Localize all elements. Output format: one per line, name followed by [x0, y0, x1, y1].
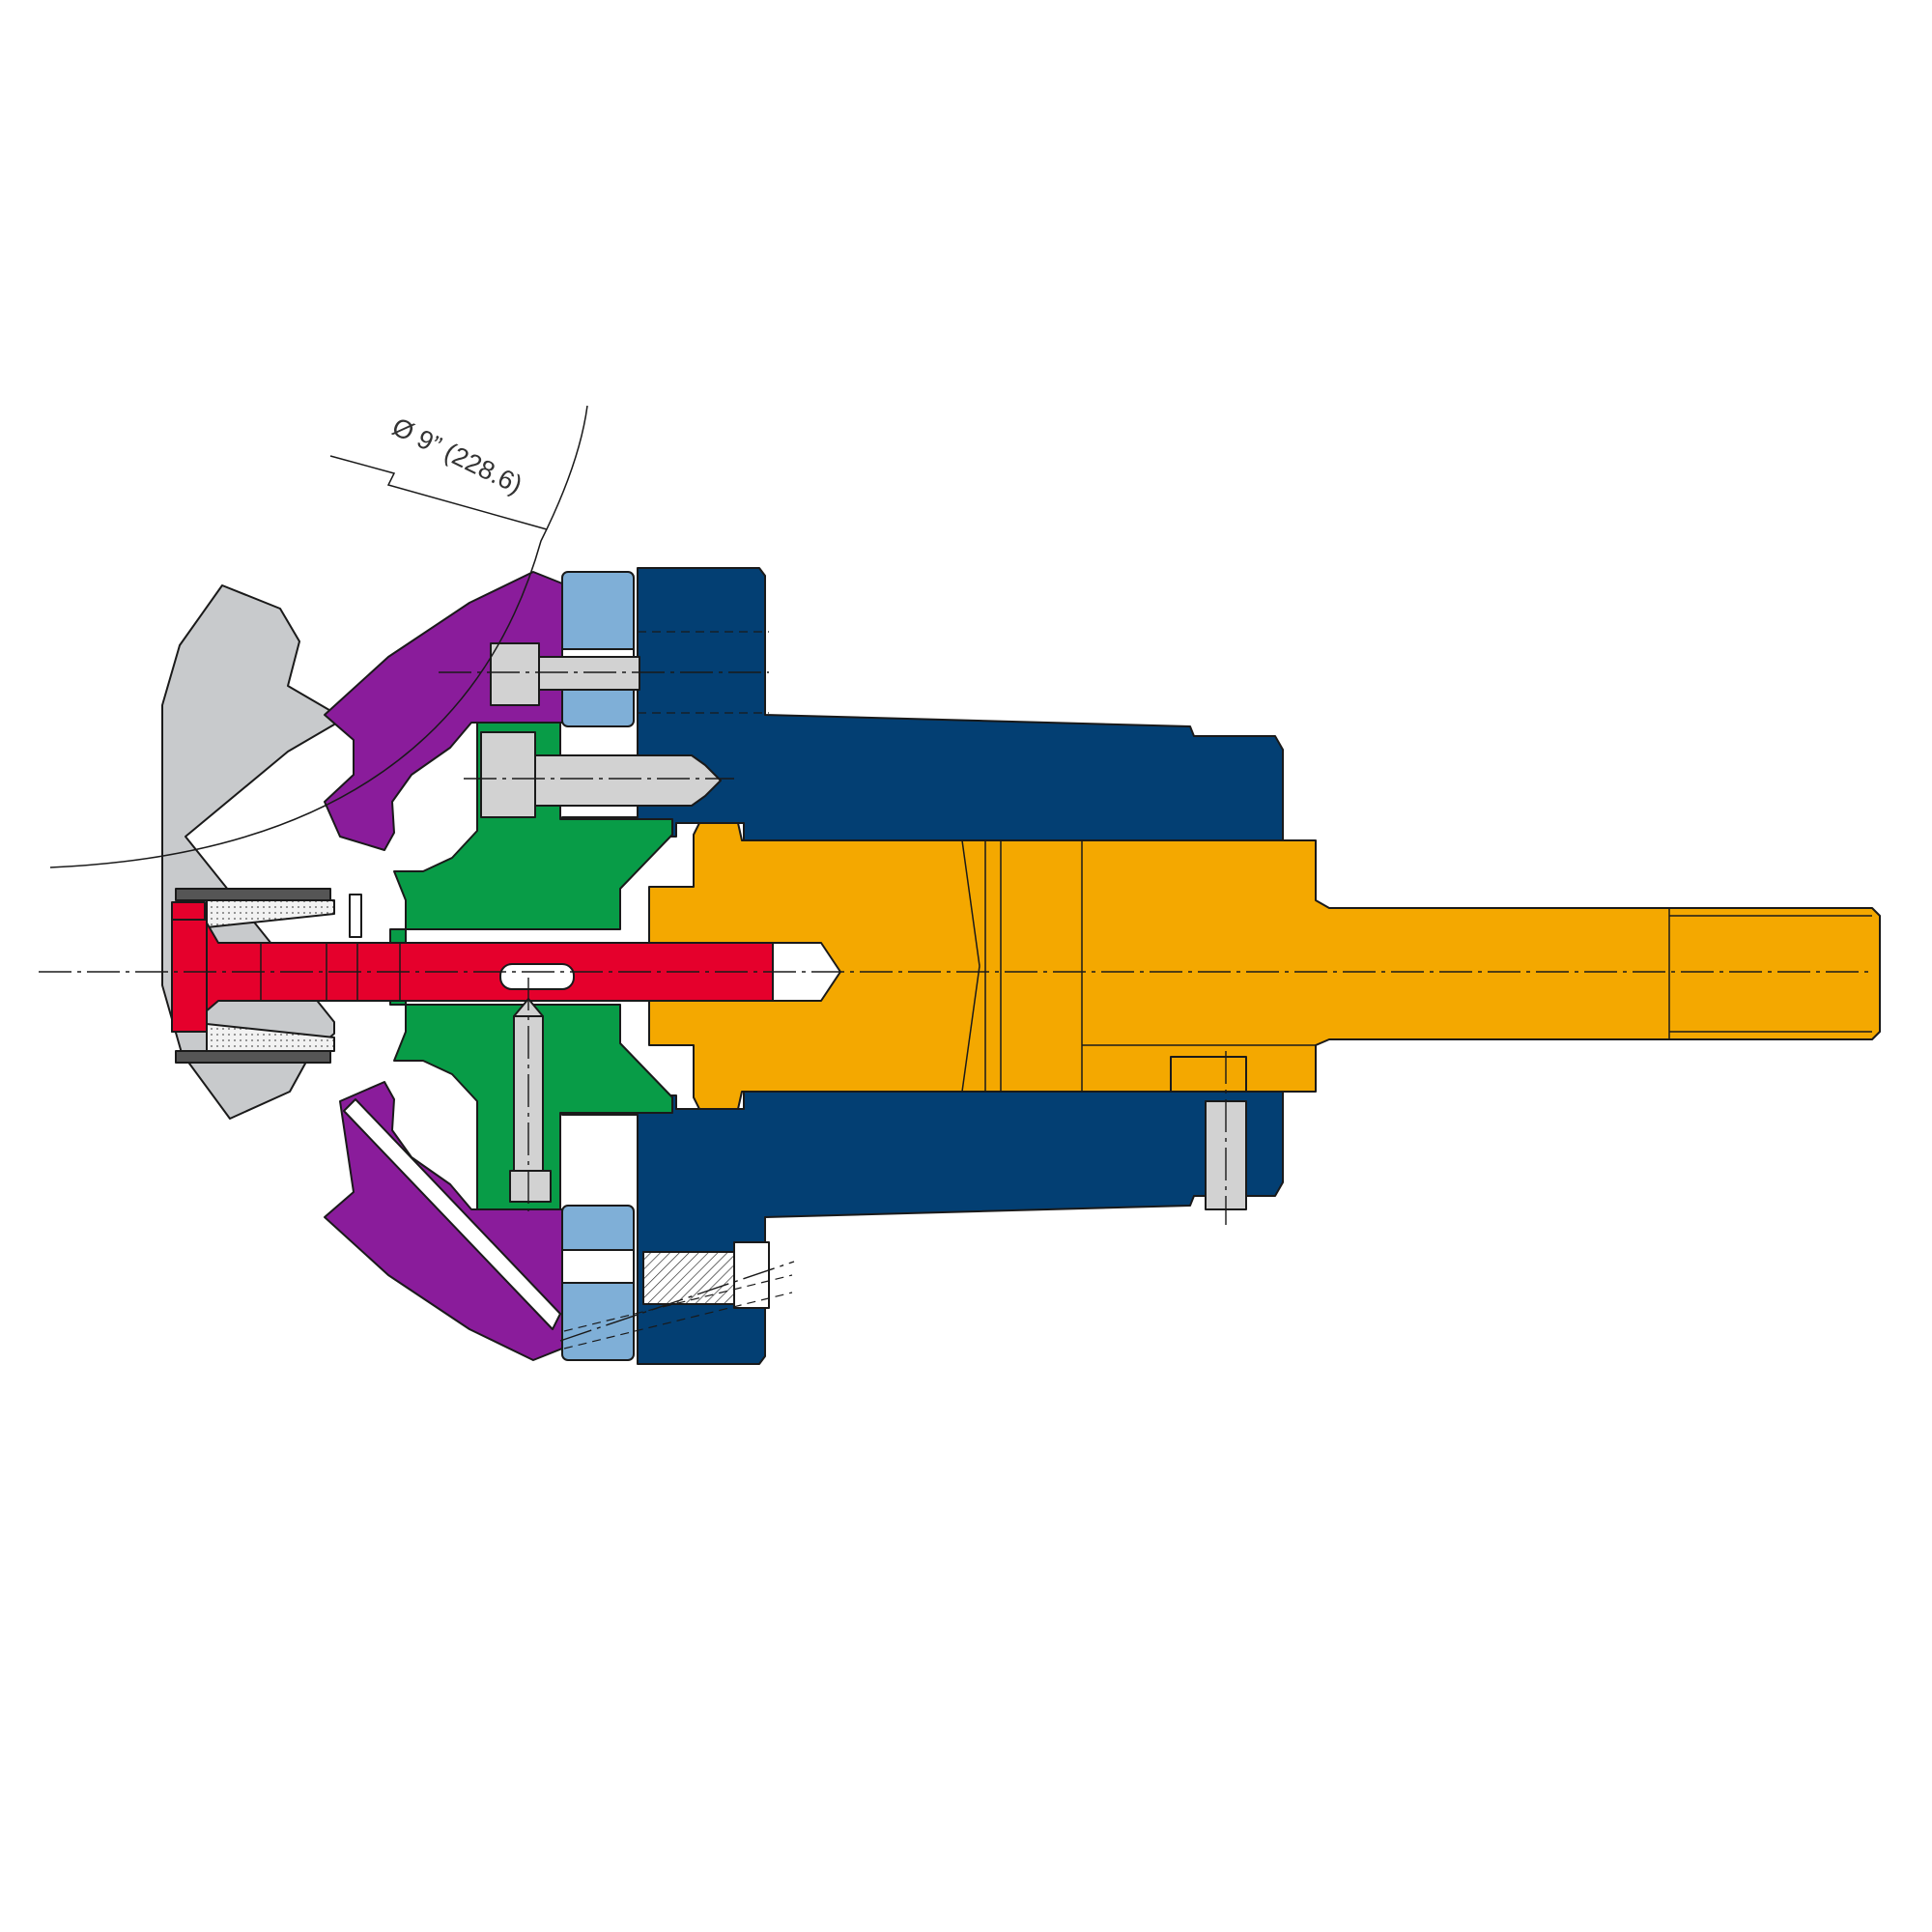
drawbar-head — [171, 919, 208, 1033]
arbor-step-line-2 — [961, 965, 980, 1093]
bolt-head-upper — [490, 642, 540, 706]
bolt-shank-middle — [534, 754, 722, 807]
bolt-head-middle — [480, 731, 536, 818]
gear-bore-liner-bottom — [175, 1050, 331, 1064]
purple-adapter — [324, 571, 563, 1361]
dimension-label: Ø 9” (228.6) — [387, 412, 526, 499]
gear-bore-liner-top — [175, 888, 331, 901]
drawbar-tip — [772, 942, 841, 1002]
drawbar-cross-slot — [499, 963, 575, 990]
dimension-leader — [329, 455, 548, 530]
gear-spacer-bottom — [206, 1023, 335, 1052]
bolt-vertical-head — [509, 1170, 552, 1203]
insert-axis — [559, 1261, 795, 1342]
insert-cap — [733, 1241, 770, 1309]
diameter-arc — [49, 405, 588, 868]
ring-bolt-hole-bottom — [561, 1249, 635, 1284]
arbor-step-line-1 — [961, 839, 980, 967]
center-lines — [39, 631, 1874, 1350]
screws — [349, 642, 1247, 1309]
green-collet — [389, 722, 673, 1210]
orange-arbor — [648, 822, 1881, 1110]
arbor-key-slot — [1170, 1056, 1247, 1093]
gear-spacer-top — [206, 899, 335, 928]
red-drawbar — [171, 901, 841, 1033]
hidden-insert-1 — [563, 1274, 793, 1332]
threaded-insert — [642, 1251, 735, 1305]
hidden-insert-2 — [563, 1292, 793, 1350]
gear-workpiece — [161, 584, 335, 1120]
bolt-shank-upper — [538, 656, 640, 691]
gear-pin — [349, 894, 362, 938]
